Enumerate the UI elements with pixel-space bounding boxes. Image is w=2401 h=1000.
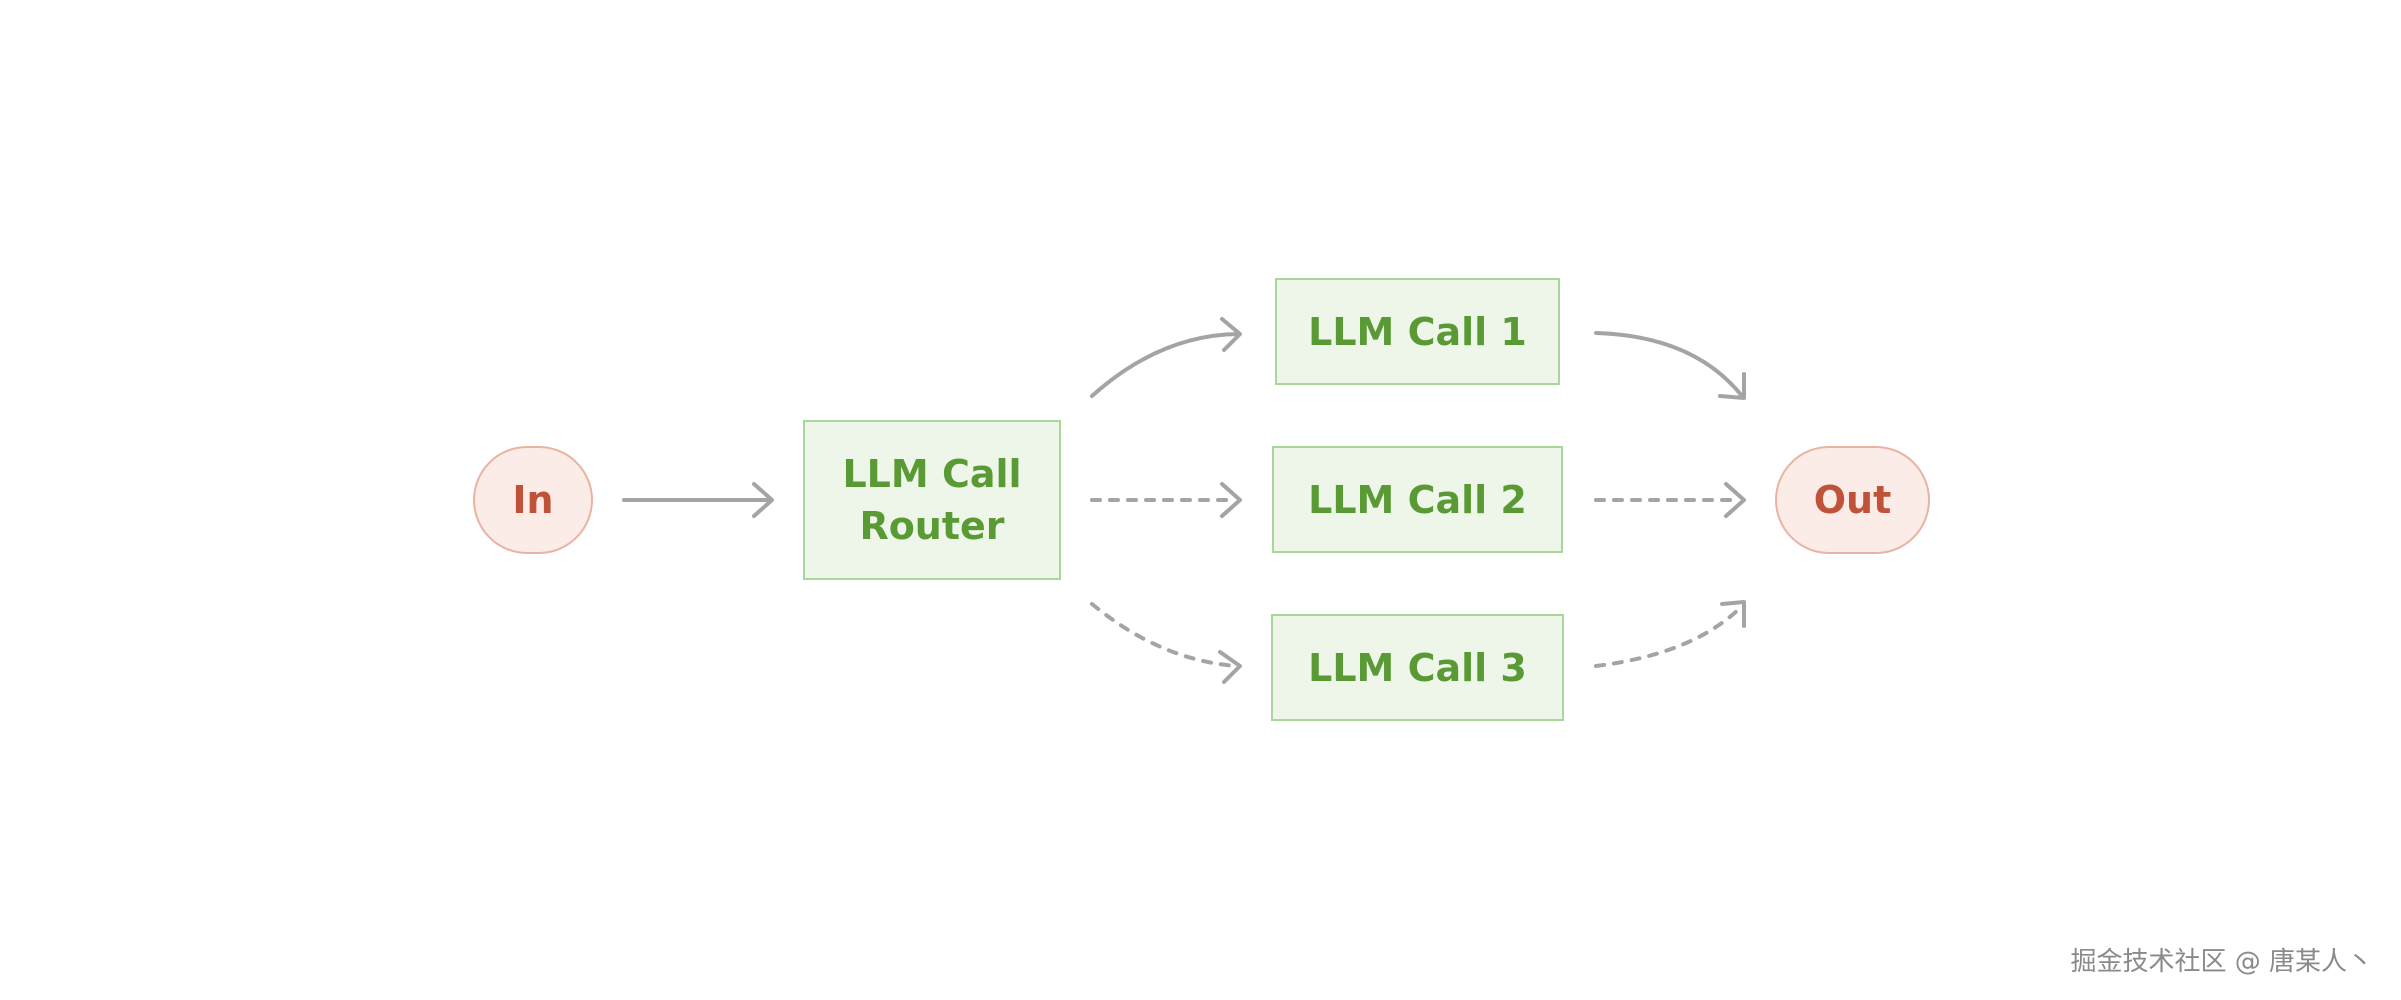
edge-call2-to-output bbox=[1594, 482, 1746, 518]
llm-call-3-label: LLM Call 3 bbox=[1308, 645, 1527, 690]
llm-call-2-node: LLM Call 2 bbox=[1272, 446, 1563, 553]
edge-router-to-call2 bbox=[1090, 482, 1242, 518]
router-node-label-line2: Router bbox=[859, 504, 1005, 548]
watermark-text: 掘金技术社区 @ 唐某人丶 bbox=[2070, 947, 2373, 977]
input-node: In bbox=[473, 446, 593, 554]
edge-call1-to-output bbox=[1594, 331, 1746, 400]
edge-call3-to-output bbox=[1594, 600, 1746, 668]
llm-call-1-node: LLM Call 1 bbox=[1275, 278, 1560, 385]
router-node: LLM Call Router bbox=[803, 420, 1061, 580]
router-node-label-line1: LLM Call bbox=[842, 452, 1022, 496]
edge-input-to-router bbox=[622, 482, 774, 518]
edge-router-to-call1 bbox=[1090, 317, 1242, 398]
llm-call-3-node: LLM Call 3 bbox=[1271, 614, 1564, 721]
output-node: Out bbox=[1775, 446, 1930, 554]
input-node-label: In bbox=[512, 478, 554, 522]
output-node-label: Out bbox=[1813, 478, 1892, 522]
llm-call-1-label: LLM Call 1 bbox=[1308, 309, 1527, 354]
llm-call-2-label: LLM Call 2 bbox=[1308, 477, 1527, 522]
edge-router-to-call3 bbox=[1090, 602, 1242, 684]
